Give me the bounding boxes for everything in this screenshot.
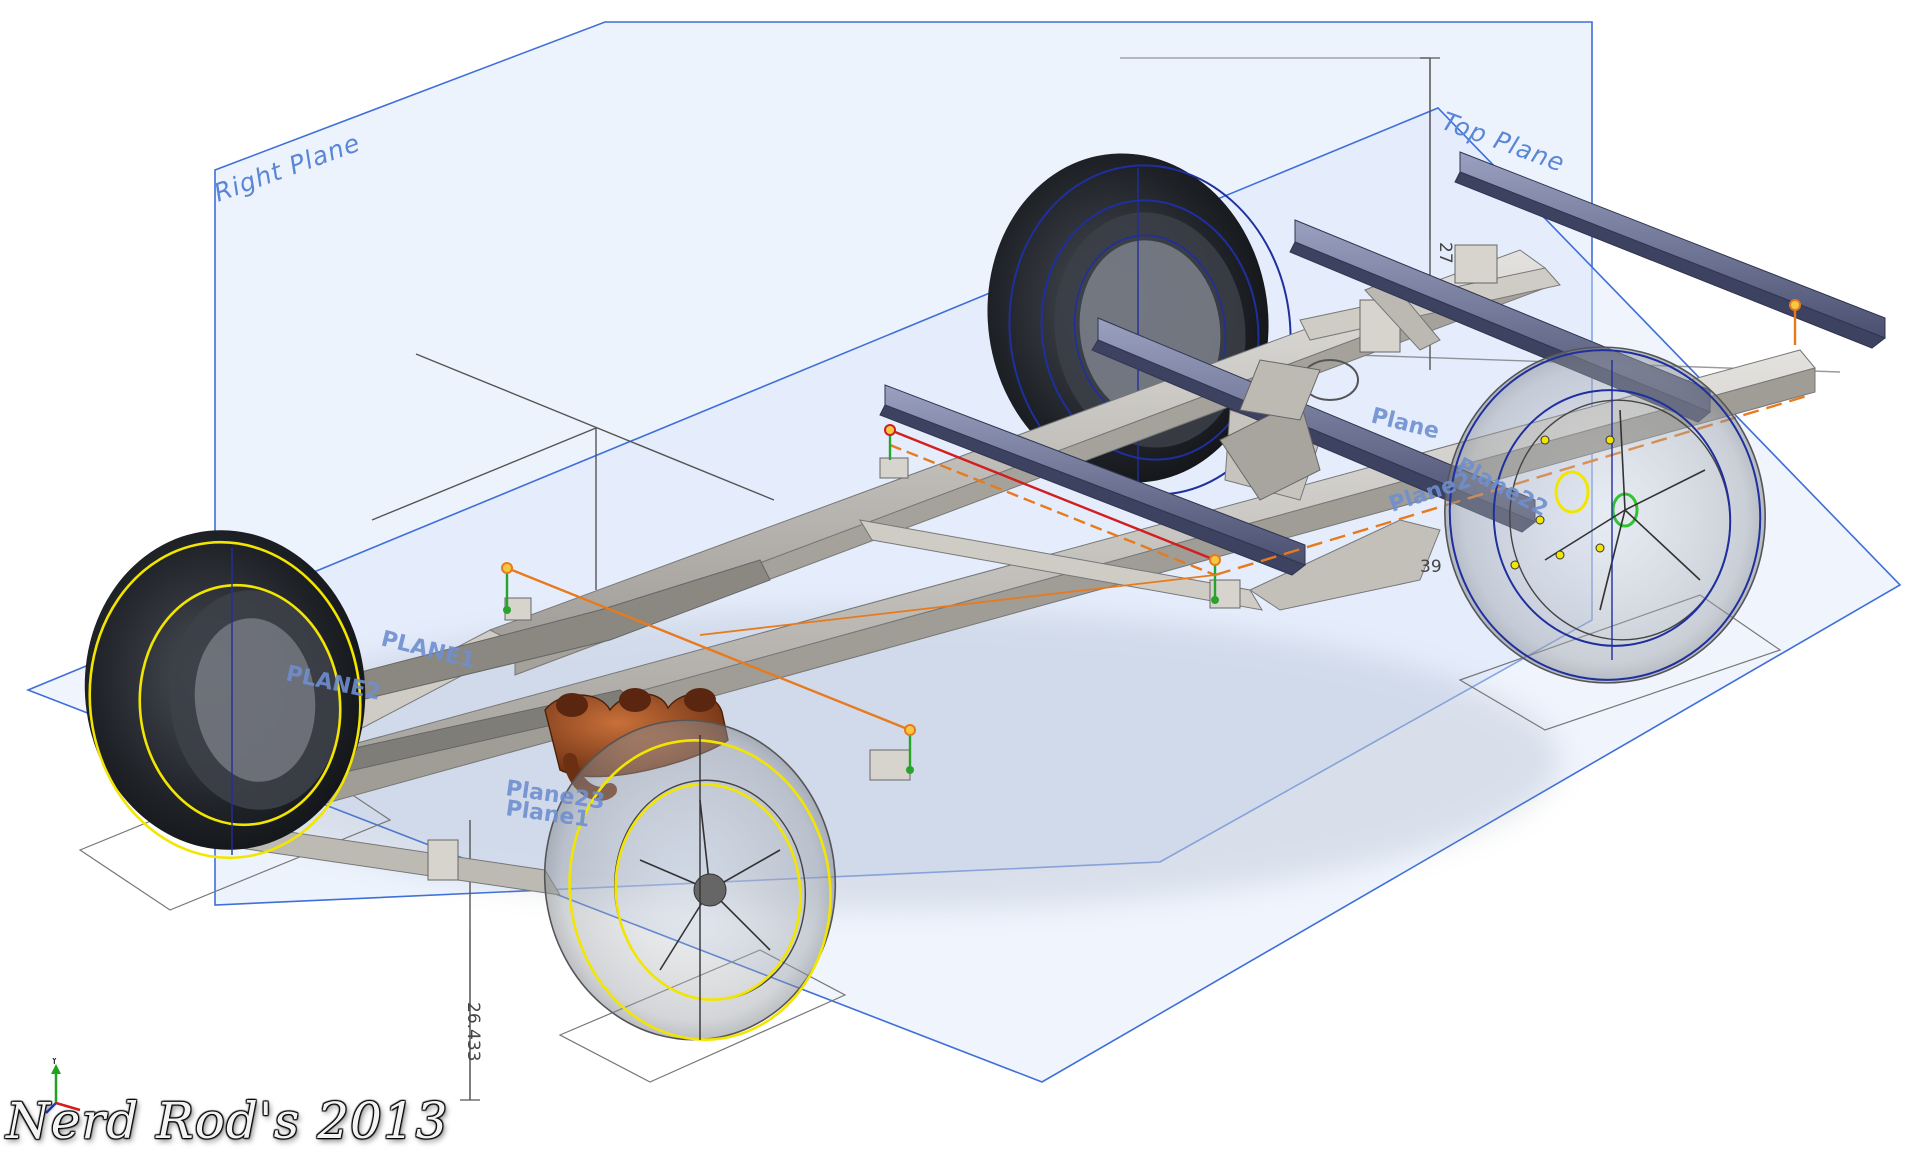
- rear-side-dimension[interactable]: 39: [1420, 557, 1442, 577]
- front-right-wheel[interactable]: [524, 701, 856, 1058]
- sketch-points: [501, 299, 1801, 774]
- dimension-lines: [460, 57, 1440, 1101]
- rear-suspension[interactable]: [1219, 359, 1359, 501]
- front-left-wheel[interactable]: [69, 516, 381, 871]
- front-height-dimension[interactable]: 26.433: [463, 1002, 483, 1061]
- rear-height-dimension[interactable]: 27: [1435, 242, 1455, 264]
- triad-y-label: Y: [50, 1058, 58, 1067]
- watermark: Nerd Rod's 2013: [6, 1092, 449, 1150]
- reference-triad: Y: [45, 1058, 81, 1114]
- rear-right-wheel[interactable]: [1423, 326, 1787, 703]
